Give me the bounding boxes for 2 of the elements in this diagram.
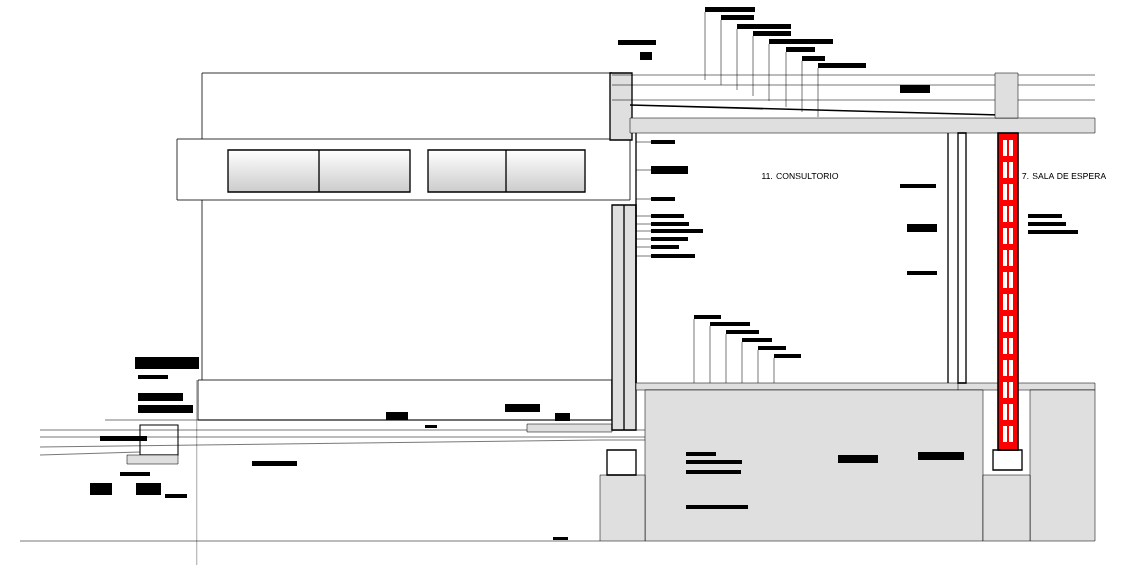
room-label: 7. SALA DE ESPERA xyxy=(1022,172,1107,180)
room-label: 11. CONSULTORIO xyxy=(762,172,839,180)
